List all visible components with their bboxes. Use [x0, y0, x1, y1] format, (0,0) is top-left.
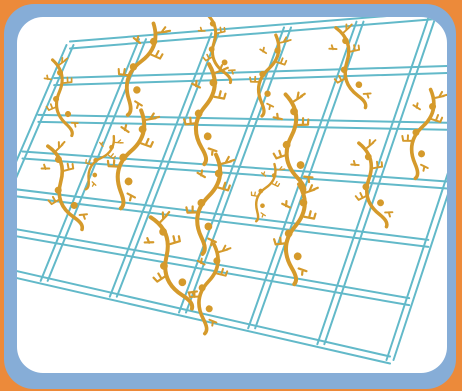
illustration [0, 0, 462, 391]
illustration-canvas [0, 0, 462, 391]
